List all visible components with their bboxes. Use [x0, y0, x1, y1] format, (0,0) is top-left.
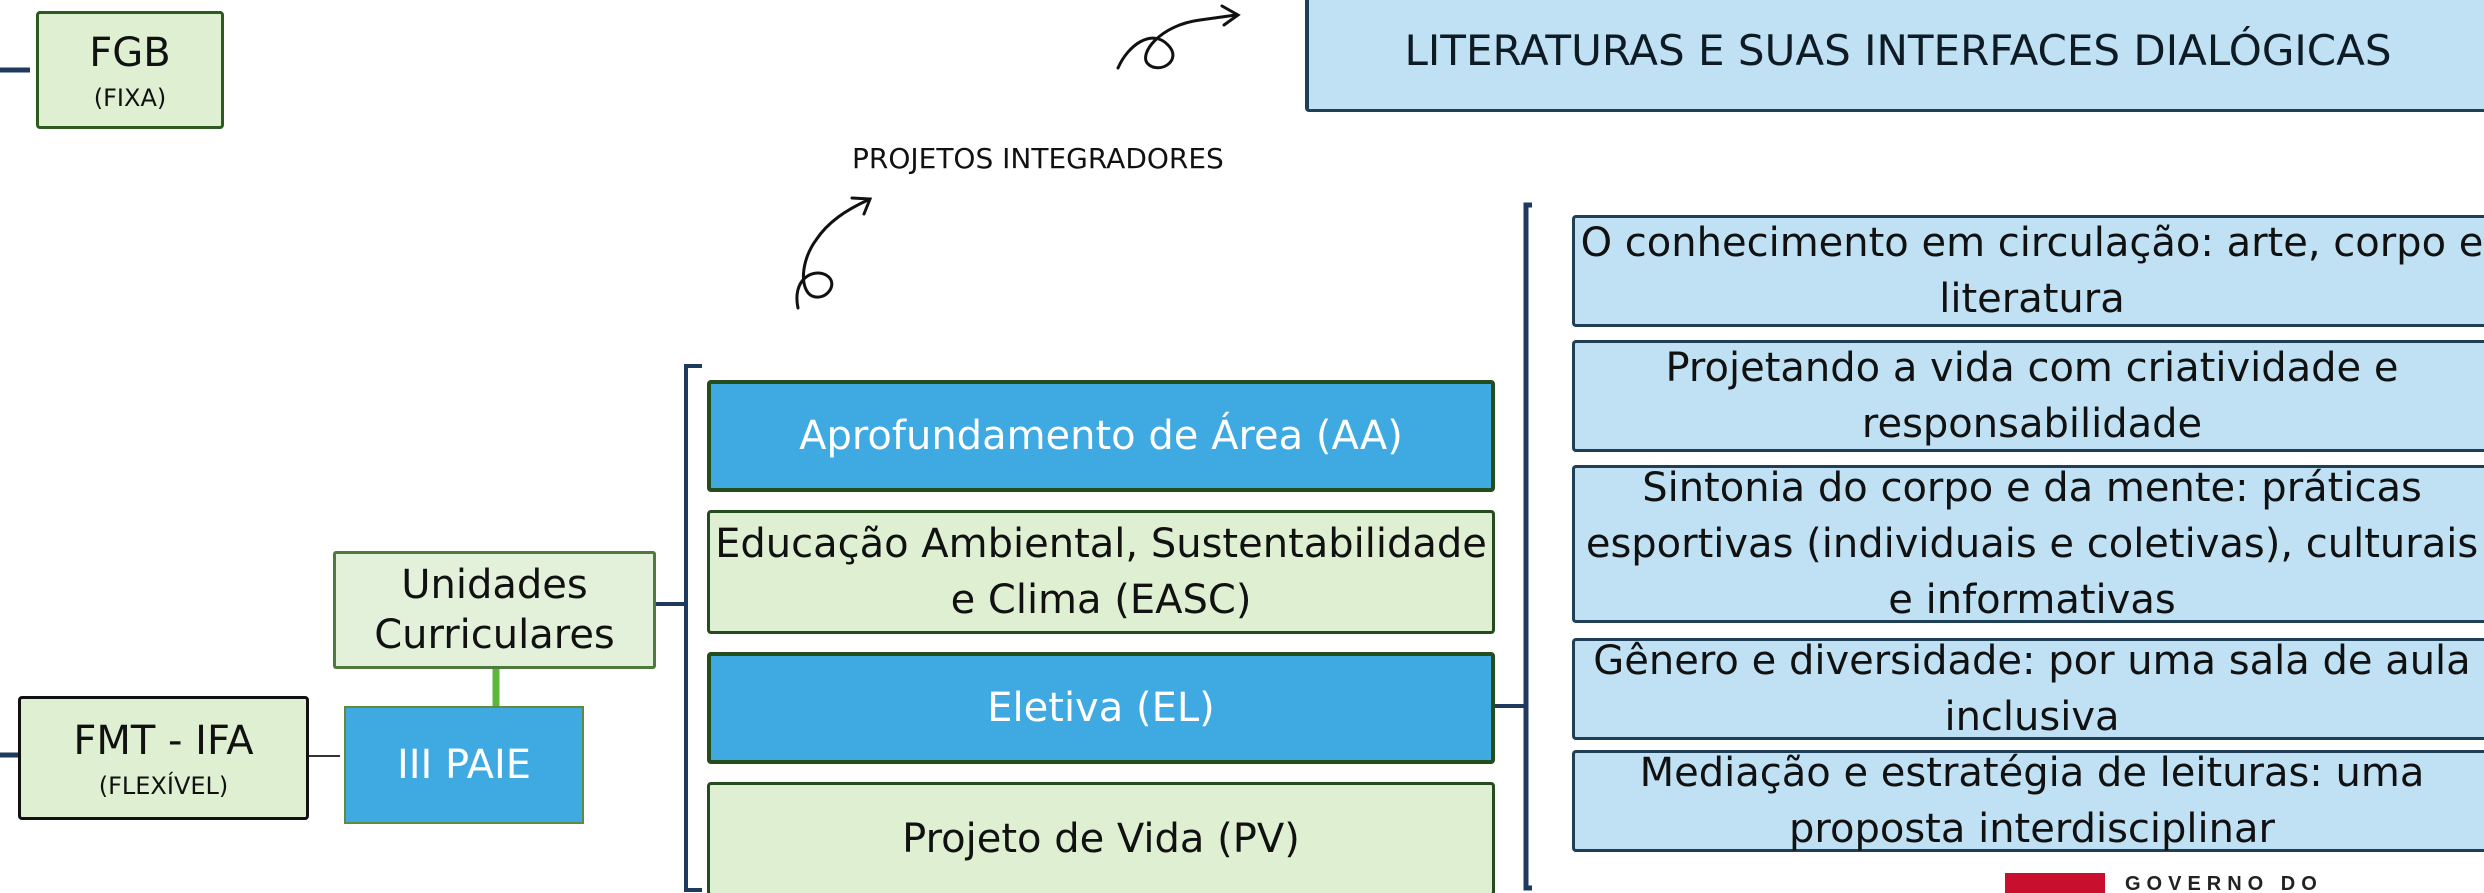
right-item-3-line1: Sintonia do corpo e da mente: práticas: [1642, 465, 2422, 511]
loop-arrow-head: [1220, 4, 1241, 27]
fgb-box: FGB (FIXA): [36, 11, 224, 129]
middle-item-easc: Educação Ambiental, Sustentabilidade e C…: [707, 510, 1495, 634]
fgb-title: FGB: [89, 30, 171, 76]
middle-item-pv: Projeto de Vida (PV): [707, 782, 1495, 893]
right-item-1-line2: literatura: [1939, 276, 2125, 322]
right-item-5-line2: proposta interdisciplinar: [1789, 806, 2275, 852]
middle-item-el: Eletiva (EL): [707, 652, 1495, 764]
fgb-subtitle: (FIXA): [93, 84, 167, 112]
projetos-integradores-label: PROJETOS INTEGRADORES: [852, 142, 1224, 175]
middle-item-aa-line1: Aprofundamento de Área (AA): [799, 413, 1403, 459]
right-item-4: Gênero e diversidade: por uma sala de au…: [1572, 638, 2484, 740]
middle-bracket: [684, 364, 702, 892]
logo-red-mark: [2005, 873, 2105, 893]
curl-arrow-icon: [795, 198, 870, 310]
right-item-5: Mediação e estratégia de leituras: uma p…: [1572, 750, 2484, 852]
literaturas-banner: LITERATURAS E SUAS INTERFACES DIALÓGICAS: [1305, 0, 2484, 112]
unidades-line2: Curriculares: [374, 612, 615, 658]
paie-label: III PAIE: [396, 742, 532, 788]
right-item-2: Projetando a vida com criatividade e res…: [1572, 340, 2484, 452]
right-item-4-line2: inclusiva: [1944, 694, 2120, 740]
right-bracket: [1523, 202, 1532, 891]
right-item-1: O conhecimento em circulação: arte, corp…: [1572, 215, 2484, 327]
curl-arrow-head: [850, 196, 873, 216]
fmt-title: FMT - IFA: [73, 718, 254, 764]
middle-item-easc-line2: e Clima (EASC): [950, 577, 1252, 623]
middle-item-easc-line1: Educação Ambiental, Sustentabilidade: [715, 521, 1487, 567]
right-item-5-line1: Mediação e estratégia de leituras: uma: [1639, 750, 2425, 796]
right-item-3: Sintonia do corpo e da mente: práticas e…: [1572, 465, 2484, 623]
fmt-ifa-box: FMT - IFA (FLEXÍVEL): [18, 696, 309, 820]
unidades-line1: Unidades: [401, 562, 588, 608]
middle-item-aa: Aprofundamento de Área (AA): [707, 380, 1495, 492]
unidades-curriculares-box: Unidades Curriculares: [333, 551, 656, 669]
literaturas-title: LITERATURAS E SUAS INTERFACES DIALÓGICAS: [1404, 25, 2392, 75]
fmt-subtitle: (FLEXÍVEL): [98, 772, 229, 800]
middle-item-el-line1: Eletiva (EL): [987, 685, 1215, 731]
logo-text: GOVERNO DO: [2125, 873, 2323, 893]
right-item-3-line2: esportivas (individuais e coletivas), cu…: [1585, 521, 2479, 567]
right-item-1-line1: O conhecimento em circulação: arte, corp…: [1580, 220, 2484, 266]
paie-box: III PAIE: [344, 706, 584, 824]
right-item-2-line2: responsabilidade: [1861, 401, 2203, 447]
right-item-2-line1: Projetando a vida com criatividade e: [1665, 345, 2399, 391]
right-item-3-line3: e informativas: [1888, 577, 2176, 623]
right-item-4-line1: Gênero e diversidade: por uma sala de au…: [1593, 638, 2471, 684]
loop-arrow-icon: [1116, 13, 1238, 70]
middle-item-pv-line1: Projeto de Vida (PV): [902, 816, 1300, 862]
